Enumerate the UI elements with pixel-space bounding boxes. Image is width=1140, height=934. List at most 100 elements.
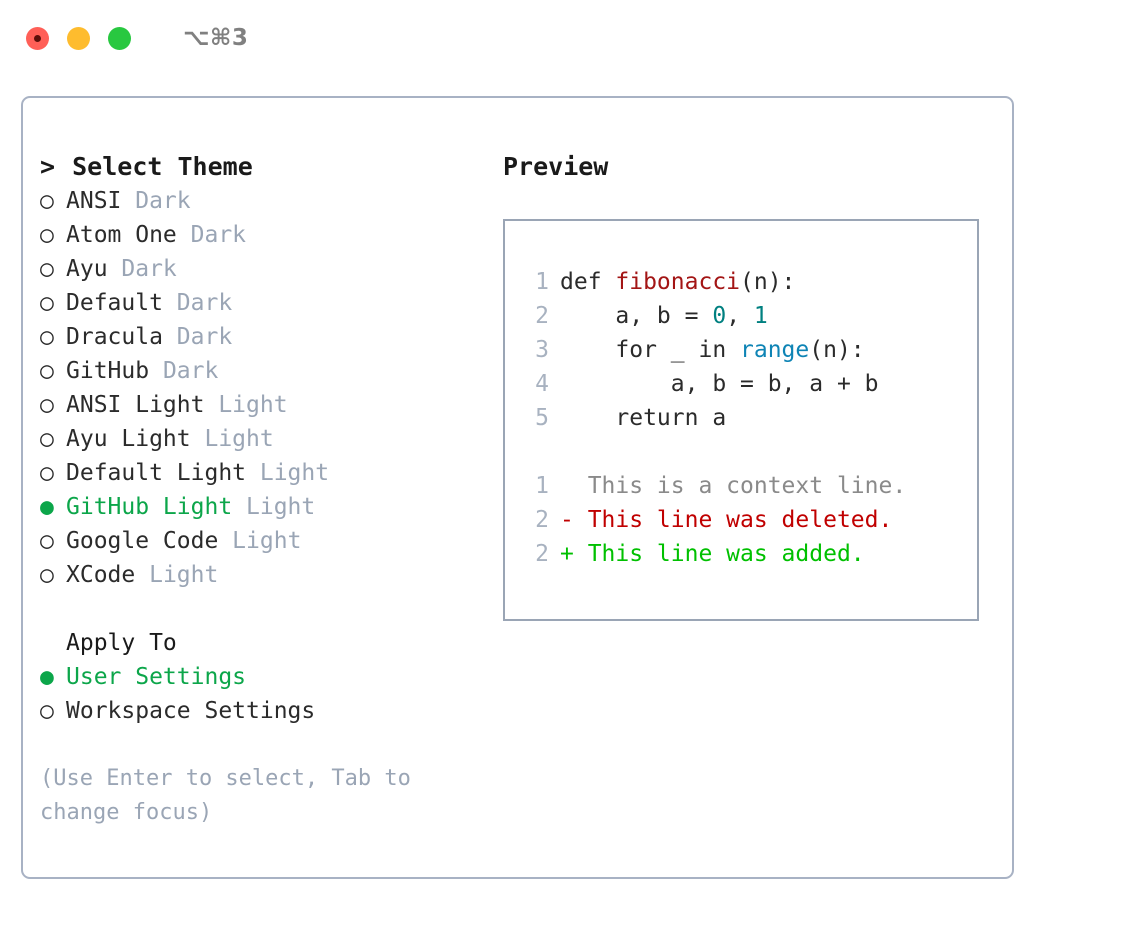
code-line: 3 for _ in range(n): bbox=[523, 333, 977, 367]
theme-option-kind: Dark bbox=[149, 358, 219, 384]
radio-unselected-icon: ○ bbox=[40, 324, 54, 350]
title-bar: ⌥⌘3 bbox=[0, 0, 1140, 76]
line-number: 1 bbox=[535, 269, 549, 295]
diff-line-context: 1 This is a context line. bbox=[523, 469, 977, 503]
radio-unselected-icon: ○ bbox=[40, 188, 54, 214]
theme-option-kind: Dark bbox=[162, 324, 233, 350]
theme-option-default-light[interactable]: ○Default Light Light bbox=[40, 456, 485, 490]
theme-option-ayu[interactable]: ○ Ayu Dark bbox=[40, 252, 485, 286]
theme-option-label: GitHub Light bbox=[66, 494, 233, 520]
code-line: 2 a, b = 0, 1 bbox=[523, 299, 977, 333]
select-theme-heading-label: Select Theme bbox=[72, 152, 253, 181]
code-token: 1 bbox=[753, 303, 768, 329]
code-token: a, b = b, a + b bbox=[560, 371, 879, 397]
theme-option-kind: Light bbox=[218, 528, 302, 554]
theme-option-label: Ayu bbox=[66, 256, 108, 282]
apply-to-option-label: User Settings bbox=[66, 664, 247, 690]
radio-selected-icon: ● bbox=[40, 494, 54, 520]
theme-option-github[interactable]: ○ GitHub Dark bbox=[40, 354, 485, 388]
keyboard-shortcut-label: ⌥⌘3 bbox=[183, 25, 249, 51]
theme-option-kind: Light bbox=[190, 426, 274, 452]
traffic-lights bbox=[26, 26, 131, 50]
diff-line-text: + This line was added. bbox=[560, 541, 865, 567]
theme-option-xcode[interactable]: ○ XCode Light bbox=[40, 558, 485, 592]
radio-unselected-icon: ○ bbox=[40, 460, 54, 486]
radio-unselected-icon: ○ bbox=[40, 528, 54, 554]
diff-line-text: This is a context line. bbox=[560, 473, 907, 499]
theme-option-default[interactable]: ○Default Dark bbox=[40, 286, 485, 320]
diff-line-deleted: 2- This line was deleted. bbox=[523, 503, 977, 537]
minimize-button[interactable] bbox=[67, 26, 90, 50]
theme-option-github-light[interactable]: ● GitHub Light Light bbox=[40, 490, 485, 524]
theme-option-label: Atom One bbox=[66, 222, 177, 248]
code-token: (n): bbox=[809, 337, 865, 363]
radio-unselected-icon: ○ bbox=[40, 698, 54, 724]
apply-to-list: ● User Settings ○ Workspace Settings bbox=[40, 660, 485, 728]
theme-option-label: Default Light bbox=[66, 460, 247, 486]
apply-to-option-workspace-settings[interactable]: ○ Workspace Settings bbox=[40, 694, 485, 728]
line-number: 3 bbox=[535, 337, 549, 363]
theme-option-label: Default bbox=[66, 290, 163, 316]
apply-to-option-user-settings[interactable]: ● User Settings bbox=[40, 660, 485, 694]
theme-option-kind: Dark bbox=[176, 222, 247, 248]
code-line: 5 return a bbox=[523, 401, 977, 435]
spacer bbox=[40, 592, 485, 626]
theme-option-kind: Light bbox=[204, 392, 288, 418]
theme-option-kind: Dark bbox=[162, 290, 233, 316]
theme-option-label: GitHub bbox=[66, 358, 150, 384]
code-line: 4 a, b = b, a + b bbox=[523, 367, 977, 401]
code-token: a, b = bbox=[560, 303, 713, 329]
main-panel: > Select Theme ○ANSI Dark○Atom One Dark○… bbox=[21, 96, 1014, 879]
theme-option-label: ANSI bbox=[66, 188, 122, 214]
close-button[interactable] bbox=[26, 26, 49, 50]
theme-option-kind: Dark bbox=[107, 256, 177, 282]
radio-unselected-icon: ○ bbox=[40, 358, 54, 384]
line-number: 2 bbox=[535, 541, 549, 567]
diff-line-added: 2 + This line was added. bbox=[523, 537, 977, 571]
theme-option-label: Dracula bbox=[66, 324, 163, 350]
code-token: for _ in bbox=[560, 337, 741, 363]
keyboard-hint: (Use Enter to select, Tab to change focu… bbox=[40, 766, 425, 825]
theme-option-label: XCode bbox=[66, 562, 136, 588]
theme-option-ansi-light[interactable]: ○ ANSI Light Light bbox=[40, 388, 485, 422]
theme-option-ayu-light[interactable]: ○ Ayu Light Light bbox=[40, 422, 485, 456]
preview-heading: Preview bbox=[503, 152, 609, 181]
theme-option-label: Google Code bbox=[66, 528, 219, 554]
theme-option-label: Ayu Light bbox=[66, 426, 191, 452]
apply-to-option-label: Workspace Settings bbox=[66, 698, 316, 724]
theme-option-label: ANSI Light bbox=[66, 392, 205, 418]
radio-unselected-icon: ○ bbox=[40, 222, 54, 248]
theme-option-google-code[interactable]: ○ Google Code Light bbox=[40, 524, 485, 558]
code-token: , bbox=[726, 303, 754, 329]
theme-option-dracula[interactable]: ○ Dracula Dark bbox=[40, 320, 485, 354]
diff-line-text: - This line was deleted. bbox=[560, 507, 893, 533]
spacer bbox=[523, 435, 977, 469]
caret-icon: > bbox=[40, 152, 56, 181]
radio-unselected-icon: ○ bbox=[40, 562, 54, 588]
radio-unselected-icon: ○ bbox=[40, 426, 54, 452]
line-number: 4 bbox=[535, 371, 549, 397]
maximize-button[interactable] bbox=[108, 26, 131, 50]
code-token: range bbox=[740, 337, 810, 363]
code-token: return a bbox=[560, 405, 727, 431]
theme-selection-column: > Select Theme ○ANSI Dark○Atom One Dark○… bbox=[23, 98, 485, 877]
theme-option-atom-one[interactable]: ○ Atom One Dark bbox=[40, 218, 485, 252]
theme-option-kind: Dark bbox=[121, 188, 191, 214]
radio-unselected-icon: ○ bbox=[40, 256, 54, 282]
theme-option-ansi[interactable]: ○ ANSI Dark bbox=[40, 184, 485, 218]
line-number: 5 bbox=[535, 405, 549, 431]
line-number: 2 bbox=[535, 303, 549, 329]
theme-option-kind: Light bbox=[232, 494, 316, 520]
code-token: 0 bbox=[712, 303, 727, 329]
radio-selected-icon: ● bbox=[40, 664, 54, 690]
code-token: (n): bbox=[740, 269, 796, 295]
theme-option-kind: Light bbox=[135, 562, 219, 588]
line-number: 1 bbox=[535, 473, 549, 499]
radio-unselected-icon: ○ bbox=[40, 392, 54, 418]
theme-list: ○ANSI Dark○Atom One Dark○Ayu Dark○Defaul… bbox=[40, 184, 485, 592]
diff-preview: 1 This is a context line.2- This line wa… bbox=[523, 469, 977, 571]
apply-to-heading: Apply To bbox=[66, 630, 177, 656]
